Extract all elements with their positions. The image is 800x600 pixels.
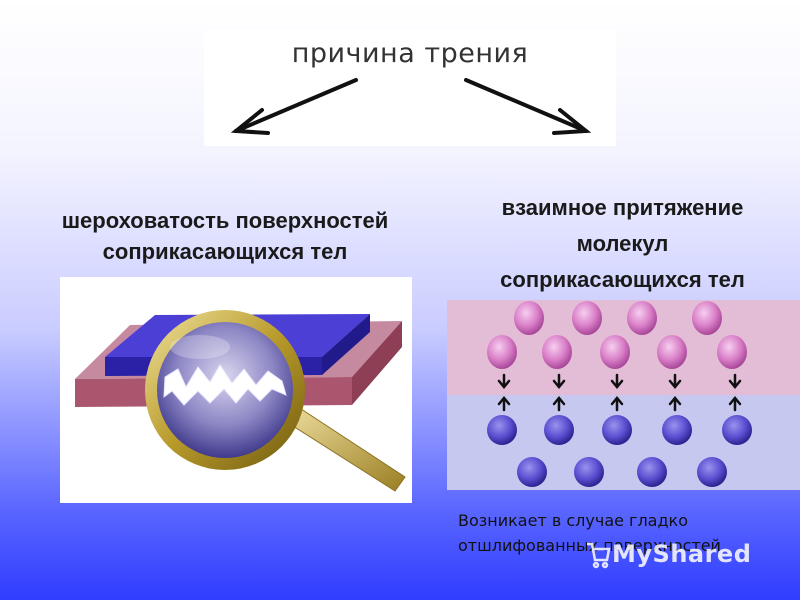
- roughness-illustration: [60, 277, 412, 503]
- left-heading: шероховатость поверхностей соприкасающих…: [20, 205, 430, 267]
- left-arrow-shaft: [234, 78, 358, 133]
- lower-molecule: [517, 457, 547, 487]
- upper-molecule: [572, 301, 602, 335]
- right-heading-line2: молекул: [576, 231, 669, 256]
- watermark: MyShared: [612, 540, 752, 568]
- slide-title: причина трения: [291, 38, 529, 69]
- right-heading-line3: соприкасающихся тел: [500, 267, 745, 292]
- upper-molecule: [717, 335, 747, 369]
- right-heading-line1: взаимное притяжение: [501, 195, 744, 220]
- upper-molecule: [514, 301, 544, 335]
- upper-molecule: [487, 335, 517, 369]
- block-side: [322, 314, 370, 375]
- upper-molecule: [542, 335, 572, 369]
- upper-molecule: [657, 335, 687, 369]
- left-arrow-head: [230, 108, 270, 135]
- lower-molecule: [544, 415, 574, 445]
- lens-shine: [170, 335, 230, 359]
- rough-surface: [163, 364, 287, 406]
- lower-molecule: [637, 457, 667, 487]
- magnifier-handle: [281, 404, 406, 492]
- note-line2: отшлифованных поверхностей: [458, 536, 721, 555]
- title-panel: причина трения: [204, 30, 616, 146]
- lower-molecule: [574, 457, 604, 487]
- upper-molecule: [627, 301, 657, 335]
- arrows-diagram: [230, 78, 592, 135]
- lower-molecule: [697, 457, 727, 487]
- upper-molecule: [600, 335, 630, 369]
- molecules-illustration: [447, 300, 800, 490]
- left-heading-line1: шероховатость поверхностей: [61, 208, 389, 233]
- watermark-cart-icon: [587, 542, 611, 569]
- lower-molecule: [487, 415, 517, 445]
- base-plate-side: [352, 321, 402, 405]
- right-arrow-shaft: [464, 78, 588, 133]
- right-heading: взаимное притяжение молекул соприкасающи…: [445, 190, 800, 298]
- left-heading-line2: соприкасающихся тел: [102, 239, 348, 264]
- lower-molecule: [662, 415, 692, 445]
- lower-molecule: [722, 415, 752, 445]
- right-arrow-head: [552, 108, 592, 135]
- lower-molecule: [602, 415, 632, 445]
- note-line1: Возникает в случае гладко: [458, 511, 688, 530]
- upper-molecule: [692, 301, 722, 335]
- note-text: Возникает в случае гладко отшлифованных …: [458, 508, 793, 558]
- attraction-arrows: [497, 373, 742, 412]
